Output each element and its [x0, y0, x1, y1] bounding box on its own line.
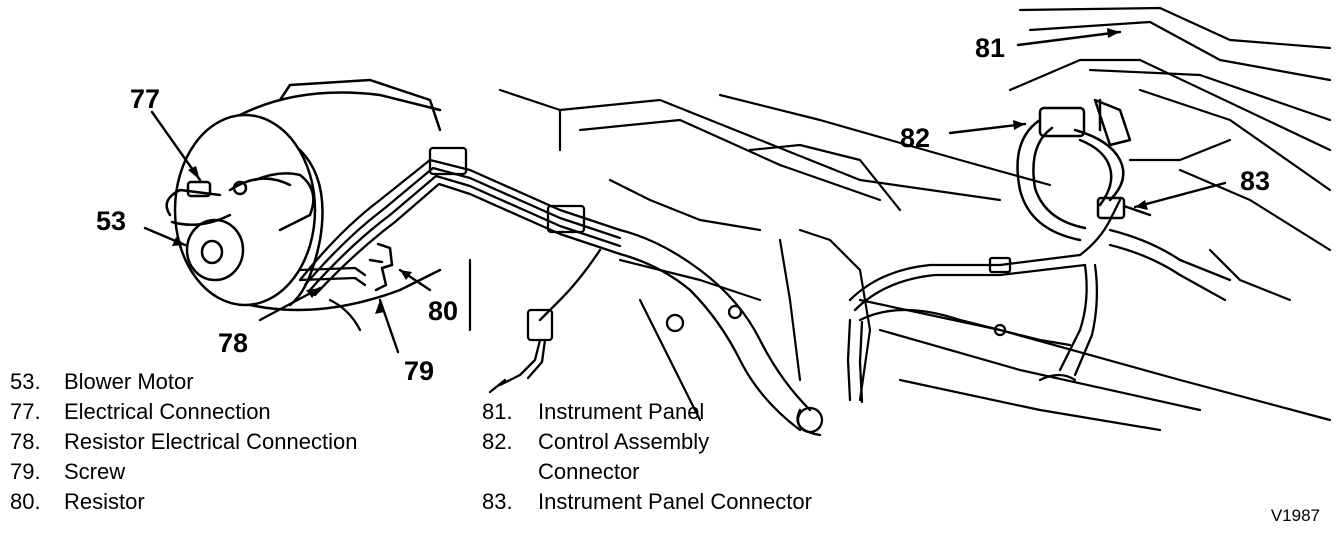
legend-item: 83. Instrument Panel Connector: [482, 487, 812, 517]
control-assembly-connector-shape: [1016, 98, 1132, 242]
callout-82: 82: [900, 123, 931, 153]
legend-label: Screw: [64, 459, 126, 484]
resistor-connection-shape: [298, 266, 367, 332]
legend-number: 80.: [10, 489, 41, 514]
callout-arrows: [143, 30, 1227, 354]
legend-label: Instrument Panel: [538, 399, 705, 424]
legend-item: Connector: [482, 457, 812, 487]
figure-code: V1987: [1270, 506, 1320, 525]
legend-right: 81.Instrument Panel 82.Control Assembly …: [482, 397, 812, 517]
legend-number: 79.: [10, 459, 41, 484]
legend-number: 53.: [10, 369, 41, 394]
callout-77: 77: [130, 84, 161, 114]
legend-item: 53. Blower Motor: [10, 367, 357, 397]
wiring-harness-shape: [298, 146, 824, 437]
callout-80: 80: [428, 296, 459, 326]
callout-78: 78: [218, 328, 249, 358]
callout-81: 81: [975, 33, 1006, 63]
legend-number: 78.: [10, 429, 41, 454]
electrical-connection-77-shape: [165, 180, 232, 227]
blower-motor-shape: [173, 78, 442, 312]
legend-label: Electrical Connection: [64, 399, 271, 424]
legend-label: Instrument Panel Connector: [538, 489, 812, 514]
callout-83: 83: [1240, 166, 1271, 196]
legend-item: 81. Instrument Panel: [482, 397, 812, 427]
legend-label: Control Assembly: [538, 429, 710, 454]
legend-number: 81.: [482, 399, 513, 424]
legend-item: 82. Control Assembly: [482, 427, 812, 457]
legend-number: 77.: [10, 399, 41, 424]
legend-label: Resistor: [64, 489, 145, 514]
callout-53: 53: [96, 206, 127, 236]
callout-79: 79: [404, 356, 435, 386]
legend-item: 77. Electrical Connection: [10, 397, 357, 427]
legend-number: 82.: [482, 429, 513, 454]
legend-label: Resistor Electrical Connection: [64, 429, 358, 454]
resistor-shape: [368, 242, 394, 292]
instrument-panel-connector-shape: [1096, 196, 1152, 220]
legend-label: Blower Motor: [64, 369, 194, 394]
legend-number: 83.: [482, 489, 513, 514]
legend-left: 53. Blower Motor 77. Electrical Connection…: [10, 367, 357, 517]
legend-item: 79. Screw: [10, 457, 357, 487]
legend-item: 78. Resistor Electrical Connection: [10, 427, 357, 457]
instrument-panel-outline: [468, 6, 1332, 432]
legend-label: Connector: [538, 459, 640, 484]
legend-item: 80. Resistor: [10, 487, 357, 517]
dash-harness-shape: [846, 198, 1232, 404]
callout-arrowheads: [172, 28, 1148, 314]
